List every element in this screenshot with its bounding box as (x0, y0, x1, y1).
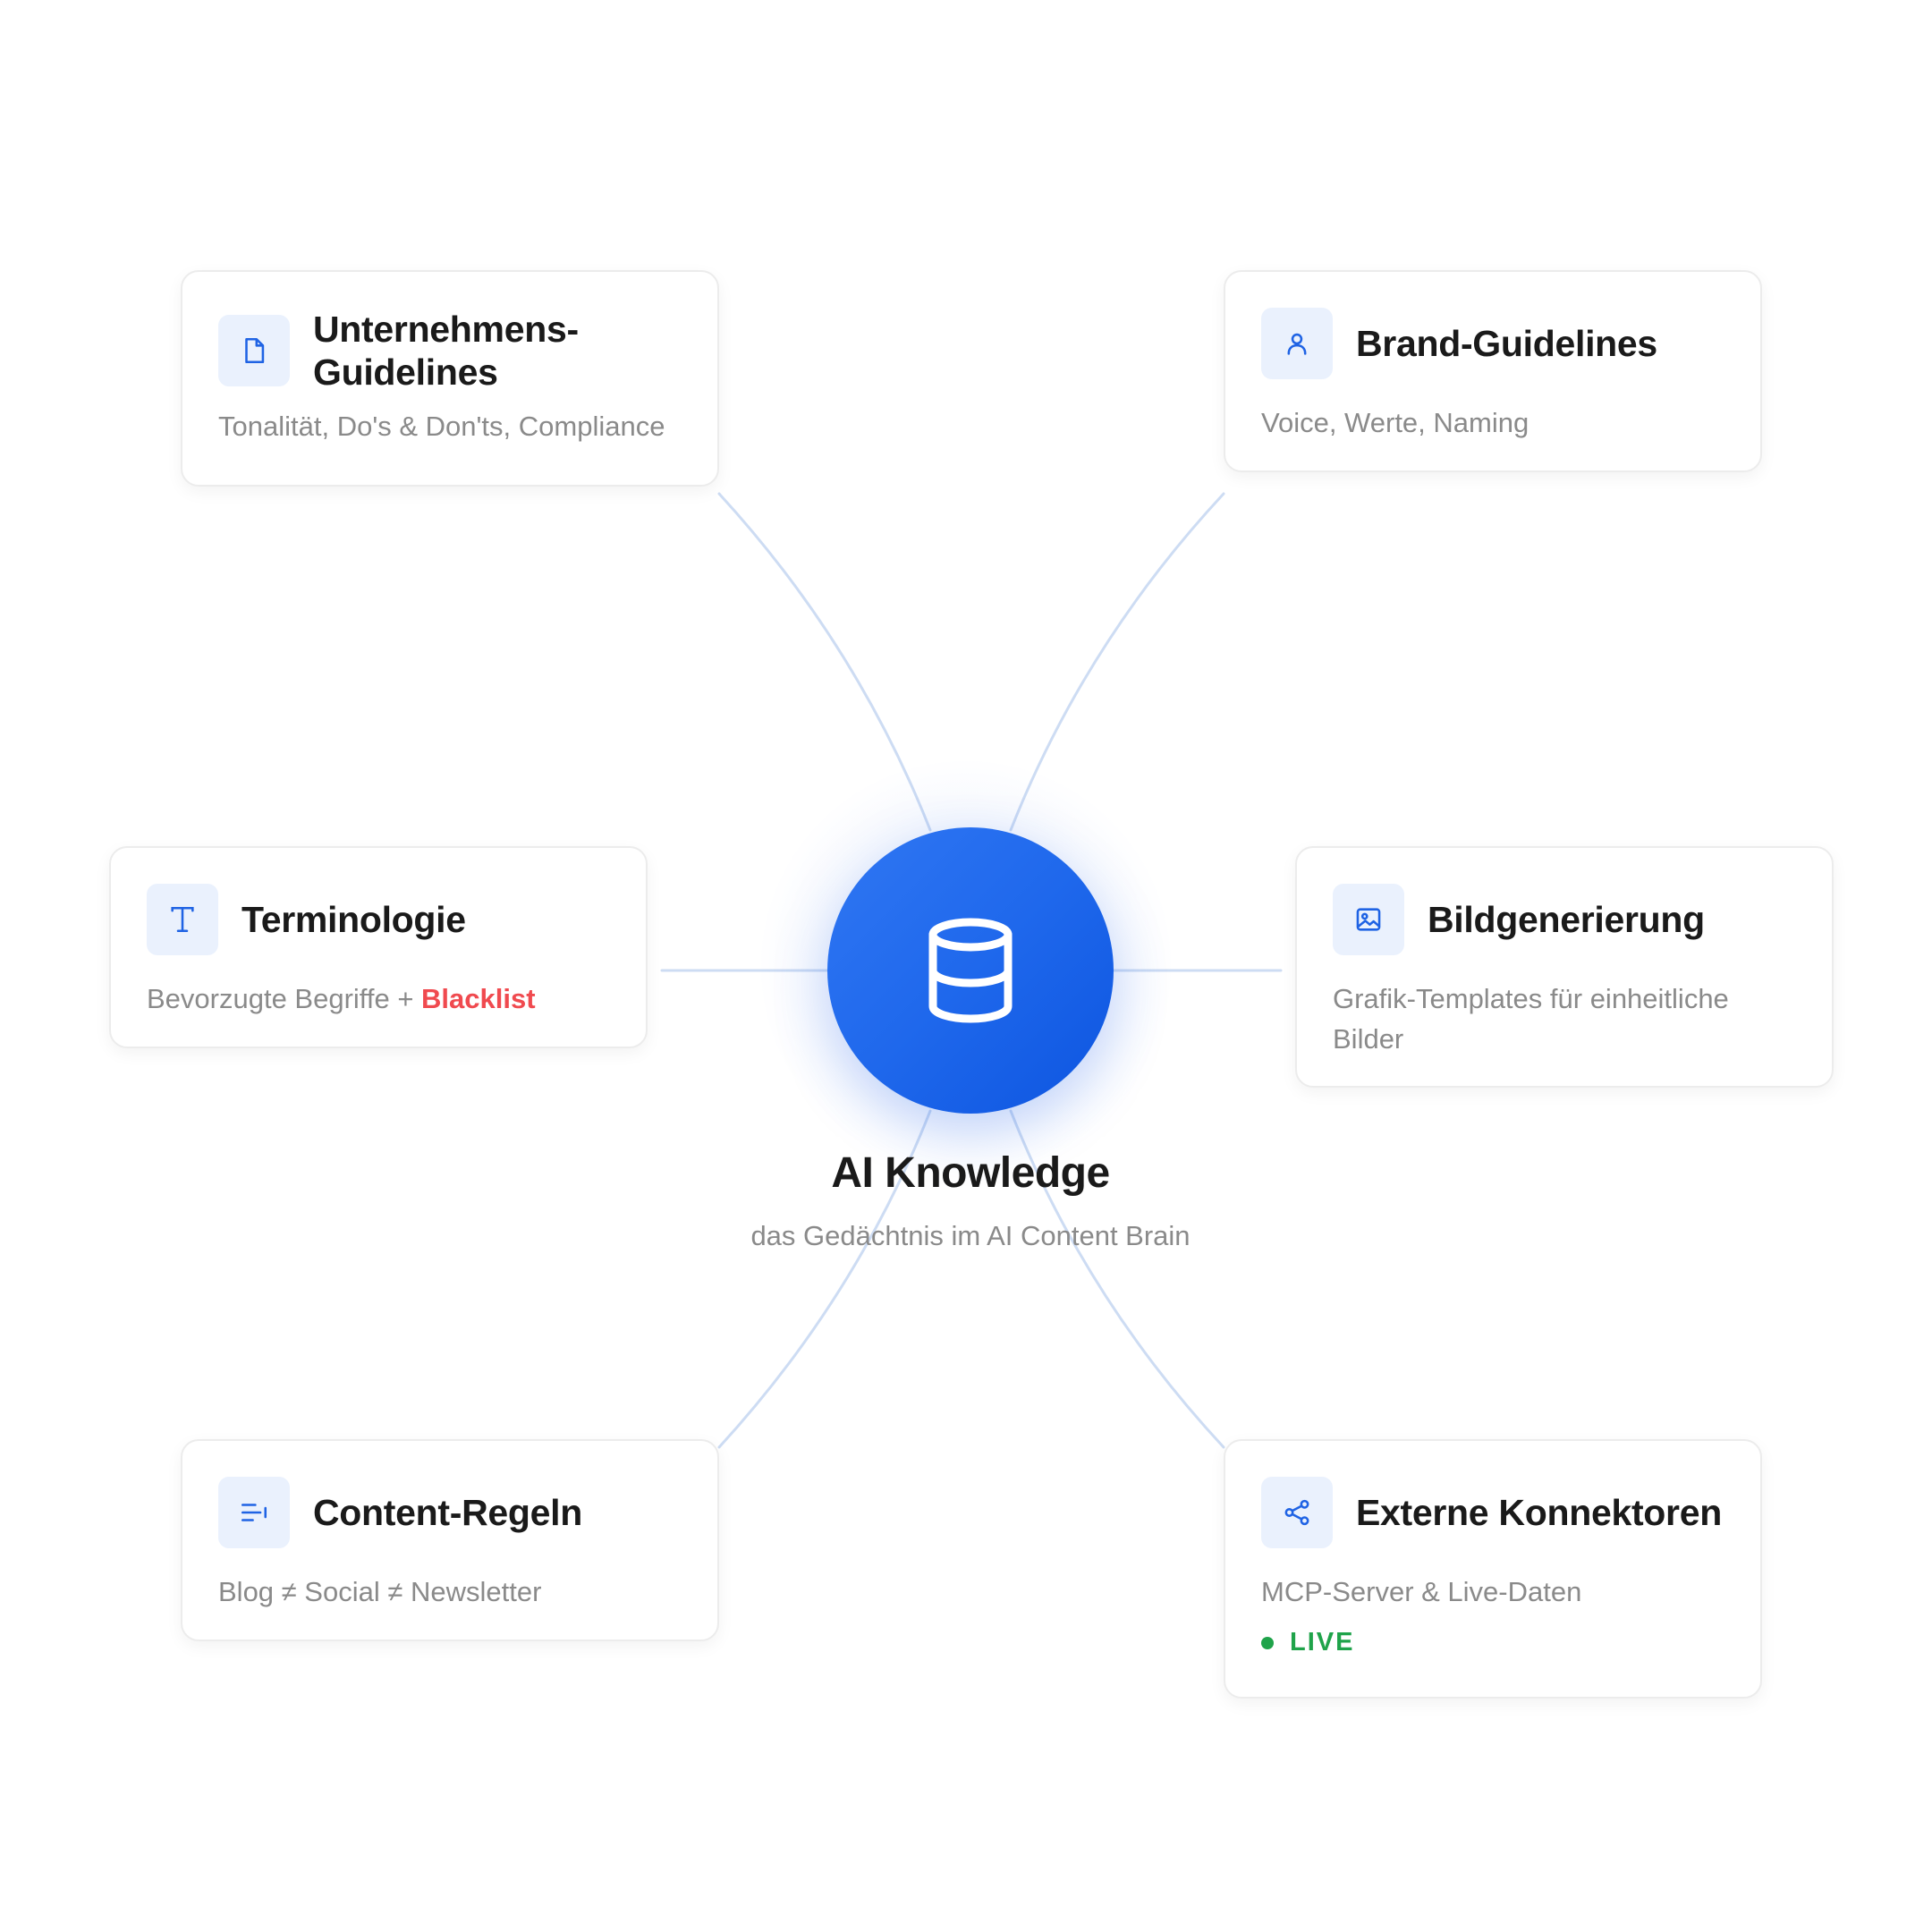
connector-content (717, 1109, 932, 1449)
card-title-line1: Unternehmens- (313, 309, 579, 350)
card-header: Brand-Guidelines (1261, 308, 1724, 379)
card-content-regeln[interactable]: Content-Regeln Blog ≠ Social ≠ Newslette… (181, 1439, 719, 1641)
card-description: Bevorzugte Begriffe + Blacklist (147, 979, 610, 1019)
live-status-label: LIVE (1290, 1628, 1355, 1657)
description-text: Bevorzugte Begriffe + (147, 983, 422, 1014)
hub-subtitle: das Gedächtnis im AI Content Brain (750, 1220, 1191, 1251)
card-externe-konnektoren[interactable]: Externe Konnektoren MCP-Server & Live-Da… (1224, 1439, 1762, 1699)
card-title: Brand-Guidelines (1356, 323, 1657, 364)
card-header: Terminologie (147, 884, 610, 955)
icon-container (218, 315, 290, 386)
connector-unternehmens (717, 492, 932, 832)
card-header: Bildgenerierung (1333, 884, 1796, 955)
connector-brand (1009, 492, 1225, 832)
hub-title: AI Knowledge (831, 1149, 1110, 1197)
icon-container (147, 884, 218, 955)
card-header: Unternehmens- Guidelines (218, 308, 682, 394)
card-unternehmens-guidelines[interactable]: Unternehmens- Guidelines Tonalität, Do's… (181, 270, 719, 487)
card-title-line2: Guidelines (313, 352, 498, 393)
card-description: MCP-Server & Live-Daten (1261, 1576, 1582, 1607)
card-description: Grafik-Templates für einheitliche Bilder (1333, 979, 1796, 1059)
card-title: Externe Konnektoren (1356, 1492, 1722, 1533)
description-line2: Bilder (1333, 1023, 1404, 1055)
card-terminologie[interactable]: Terminologie Bevorzugte Begriffe + Black… (109, 846, 648, 1048)
user-icon (1287, 333, 1307, 355)
document-icon (245, 337, 265, 364)
blacklist-highlight: Blacklist (421, 983, 536, 1014)
card-description: Blog ≠ Social ≠ Newsletter (218, 1576, 542, 1607)
ai-knowledge-hub[interactable] (827, 827, 1114, 1114)
live-dot-icon (1261, 1636, 1274, 1649)
card-brand-guidelines[interactable]: Brand-Guidelines Voice, Werte, Naming (1224, 270, 1762, 472)
card-description: Tonalität, Do's & Don'ts, Compliance (218, 411, 665, 442)
card-title: Content-Regeln (313, 1492, 582, 1533)
rules-icon (241, 1504, 267, 1521)
card-header: Content-Regeln (218, 1477, 682, 1548)
text-icon (171, 906, 194, 933)
card-title: Terminologie (242, 899, 466, 940)
icon-container (1261, 1477, 1333, 1548)
card-title: Bildgenerierung (1428, 899, 1705, 940)
card-description: Voice, Werte, Naming (1261, 407, 1530, 438)
card-title: Unternehmens- Guidelines (313, 308, 579, 394)
share-icon (1284, 1499, 1309, 1526)
connector-extern (1009, 1109, 1225, 1449)
icon-container (218, 1477, 290, 1548)
card-header: Externe Konnektoren (1261, 1477, 1724, 1548)
card-bildgenerierung[interactable]: Bildgenerierung Grafik-Templates für ein… (1295, 846, 1834, 1088)
database-icon (928, 918, 1013, 1023)
icon-container (1261, 308, 1333, 379)
live-status: LIVE (1261, 1628, 1724, 1657)
icon-container (1333, 884, 1404, 955)
description-line1: Grafik-Templates für einheitliche (1333, 983, 1729, 1014)
image-icon (1356, 908, 1381, 931)
